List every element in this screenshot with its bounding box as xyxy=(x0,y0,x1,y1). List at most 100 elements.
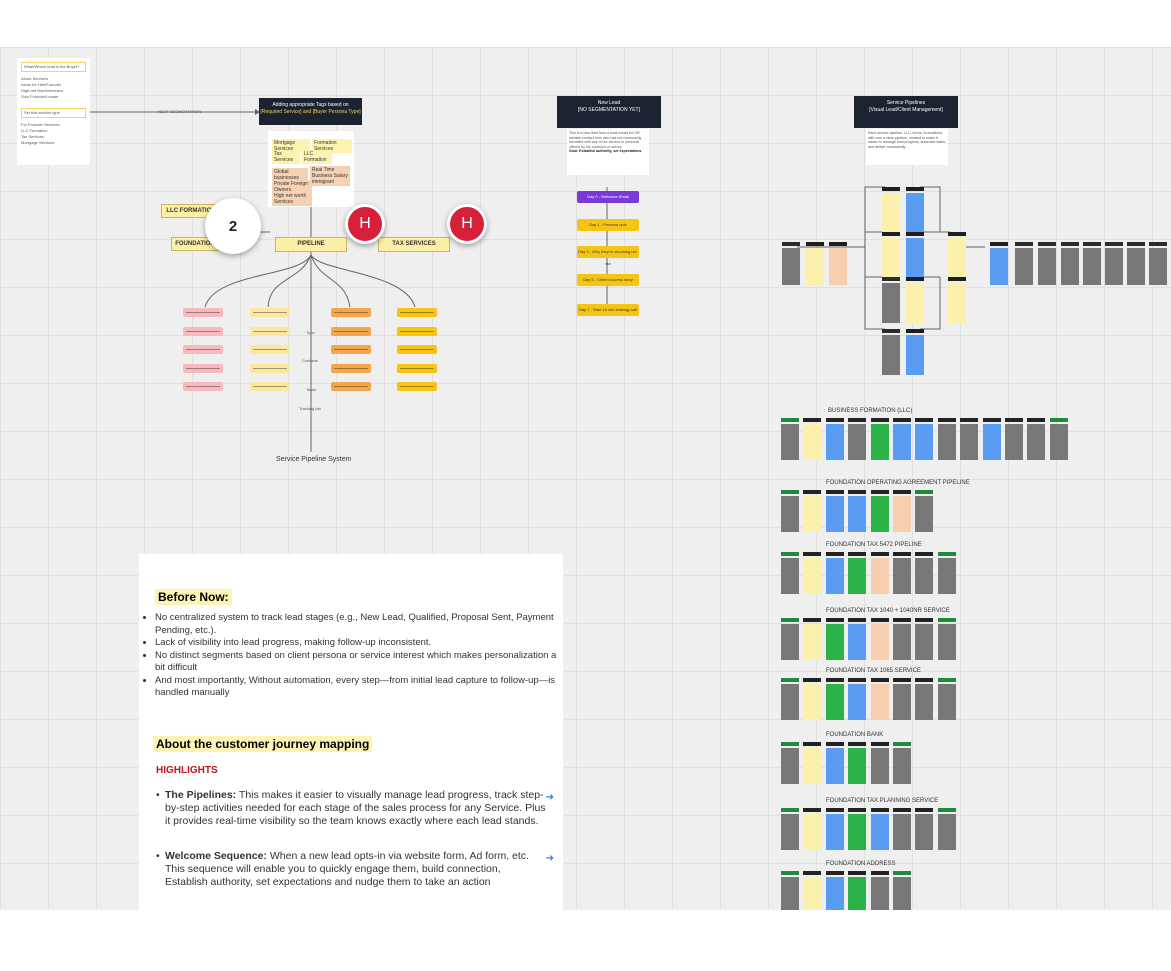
tree-mini-card[interactable] xyxy=(183,363,223,373)
tree-mini-card[interactable] xyxy=(331,326,371,336)
service-pipelines-header[interactable]: Service Pipelines [Visual Lead/Client Ma… xyxy=(854,96,958,128)
lane-stage-card[interactable] xyxy=(870,552,889,594)
pipeline-stage-card[interactable] xyxy=(882,329,900,375)
lane-stage-card[interactable] xyxy=(803,618,822,660)
lane-stage-card[interactable] xyxy=(893,618,911,660)
tax-services-box[interactable]: TAX SERVICES xyxy=(378,237,450,252)
tag-sticky-group[interactable]: Mortgage Services Formation Services Tax… xyxy=(268,131,354,207)
lane-stage-card[interactable] xyxy=(825,871,844,910)
pipeline-stage-card[interactable] xyxy=(906,187,924,233)
lane-stage-card[interactable] xyxy=(825,808,844,850)
lane-stage-card[interactable] xyxy=(848,678,867,720)
lane-stage-card[interactable] xyxy=(781,742,799,784)
lane-stage-card[interactable] xyxy=(803,678,822,720)
pipeline-stage-card[interactable] xyxy=(1105,242,1123,285)
tree-mini-card[interactable] xyxy=(183,382,223,391)
tree-mini-card[interactable] xyxy=(331,382,371,391)
lane-stage-card[interactable] xyxy=(825,618,844,660)
pipeline-stage-card[interactable] xyxy=(906,277,924,323)
arrow-right-icon[interactable]: ➔ xyxy=(545,792,554,803)
lane-stage-card[interactable] xyxy=(825,742,844,784)
pipeline-stage-card[interactable] xyxy=(906,232,924,278)
lane-stage-card[interactable] xyxy=(825,552,844,594)
lane-stage-card[interactable] xyxy=(781,490,799,532)
welcome-step[interactable]: Day 0 - Welcome Email xyxy=(577,191,639,203)
lane-stage-card[interactable] xyxy=(937,618,956,660)
pipeline-stage-card[interactable] xyxy=(1149,242,1167,285)
lane-stage-card[interactable] xyxy=(825,678,844,720)
welcome-step[interactable]: Day 1 - Persona quiz xyxy=(577,219,639,231)
pipeline-stage-card[interactable] xyxy=(948,277,966,323)
lane-stage-card[interactable] xyxy=(937,678,956,720)
lane-stage-card[interactable] xyxy=(1027,418,1046,460)
pipeline-stage-card[interactable] xyxy=(1038,242,1056,285)
tree-mini-card[interactable] xyxy=(250,363,290,373)
lane-stage-card[interactable] xyxy=(803,742,822,784)
lane-stage-card[interactable] xyxy=(893,490,911,532)
lane-stage-card[interactable] xyxy=(1005,418,1023,460)
tree-mini-card[interactable] xyxy=(397,308,437,317)
lane-stage-card[interactable] xyxy=(915,552,934,594)
new-lead-note[interactable]: This is a new lead from a local media Ad… xyxy=(567,129,649,175)
arrow-right-icon[interactable]: ➔ xyxy=(545,853,554,864)
lane-stage-card[interactable] xyxy=(781,552,799,594)
tree-mini-card[interactable] xyxy=(397,326,437,336)
user-avatar-badge[interactable]: H xyxy=(447,204,487,244)
lane-stage-card[interactable] xyxy=(825,490,844,532)
lane-stage-card[interactable] xyxy=(915,808,934,850)
welcome-step[interactable]: Day 5 - Client success story xyxy=(577,274,639,286)
user-avatar-badge[interactable]: H xyxy=(345,204,385,244)
step-number-badge[interactable]: 2 xyxy=(205,198,261,254)
lane-stage-card[interactable] xyxy=(915,490,934,532)
lane-stage-card[interactable] xyxy=(870,808,889,850)
intro-note[interactable]: What/Where lead is the Buyer? About Serv… xyxy=(17,58,90,165)
lane-stage-card[interactable] xyxy=(870,618,889,660)
pipeline-stage-card[interactable] xyxy=(906,329,924,375)
lane-stage-card[interactable] xyxy=(781,418,799,460)
lane-stage-card[interactable] xyxy=(915,618,934,660)
lane-stage-card[interactable] xyxy=(960,418,979,460)
lane-stage-card[interactable] xyxy=(982,418,1001,460)
lane-stage-card[interactable] xyxy=(803,552,822,594)
pipeline-stage-card[interactable] xyxy=(948,232,966,278)
tree-mini-card[interactable] xyxy=(331,363,371,373)
lane-stage-card[interactable] xyxy=(848,808,867,850)
lane-stage-card[interactable] xyxy=(803,490,822,532)
pipeline-stage-card[interactable] xyxy=(882,187,900,233)
lane-stage-card[interactable] xyxy=(825,418,844,460)
tree-mini-card[interactable] xyxy=(397,345,437,354)
tree-mini-card[interactable] xyxy=(331,345,371,354)
lane-stage-card[interactable] xyxy=(870,742,889,784)
tree-mini-card[interactable] xyxy=(397,382,437,391)
segmentation-header[interactable]: Adding appropriate Tags based on [Requir… xyxy=(259,98,362,125)
lane-stage-card[interactable] xyxy=(848,490,867,532)
lane-stage-card[interactable] xyxy=(781,808,799,850)
pipeline-stage-card[interactable] xyxy=(782,242,800,285)
lane-stage-card[interactable] xyxy=(848,742,867,784)
tree-mini-card[interactable] xyxy=(331,308,371,317)
pipeline-stage-card[interactable] xyxy=(1015,242,1033,285)
lane-stage-card[interactable] xyxy=(893,552,911,594)
lane-stage-card[interactable] xyxy=(893,808,911,850)
lane-stage-card[interactable] xyxy=(848,552,867,594)
pipeline-stage-card[interactable] xyxy=(829,242,847,285)
tree-mini-card[interactable] xyxy=(183,326,223,336)
lane-stage-card[interactable] xyxy=(848,618,867,660)
welcome-step[interactable]: Day 7 - Start 15 min strategy call xyxy=(577,304,639,316)
tree-mini-card[interactable] xyxy=(250,345,290,354)
lane-stage-card[interactable] xyxy=(803,871,822,910)
lane-stage-card[interactable] xyxy=(870,418,889,460)
pipeline-stage-card[interactable] xyxy=(1127,242,1145,285)
lane-stage-card[interactable] xyxy=(848,871,867,910)
lane-stage-card[interactable] xyxy=(893,418,911,460)
lane-stage-card[interactable] xyxy=(781,871,799,910)
lane-stage-card[interactable] xyxy=(870,871,889,910)
lane-stage-card[interactable] xyxy=(803,808,822,850)
welcome-step[interactable]: Day 3 - Why they're choosing us+ cta xyxy=(577,246,639,266)
lane-stage-card[interactable] xyxy=(870,490,889,532)
lane-stage-card[interactable] xyxy=(893,871,911,910)
tree-mini-card[interactable] xyxy=(250,382,290,391)
service-pipelines-note[interactable]: Each service pipeline, LLC, forms, found… xyxy=(866,129,948,165)
new-lead-header[interactable]: New Lead [NO SEGMENTATION YET] xyxy=(557,96,661,128)
lane-stage-card[interactable] xyxy=(937,552,956,594)
